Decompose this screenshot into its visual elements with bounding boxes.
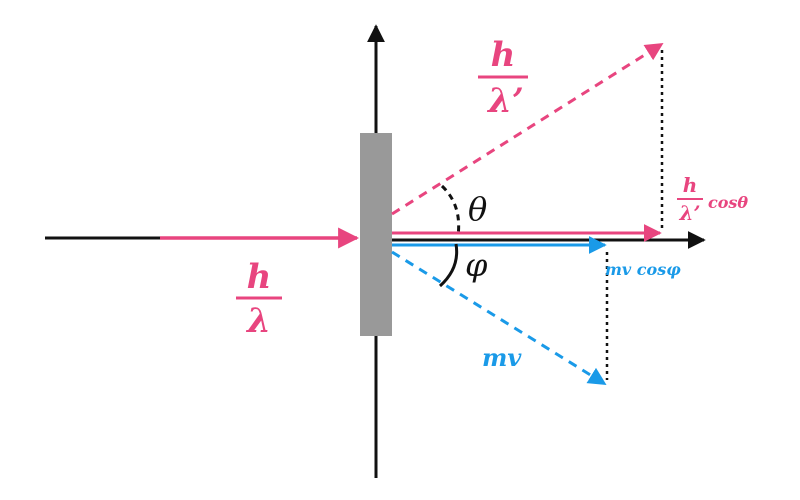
scattered-component-label: h λ’ cosθ <box>677 173 748 225</box>
scattered-component-denominator: λ’ <box>679 201 701 225</box>
incident-photon-label: h λ <box>236 257 282 341</box>
theta-label: θ <box>468 190 487 228</box>
electron-component-label: mv cosφ <box>605 260 681 279</box>
scattered-numerator: h <box>491 35 516 75</box>
incident-numerator: h <box>247 257 272 297</box>
scattered-component-cos: cosθ <box>708 193 748 212</box>
phi-label: φ <box>465 246 488 284</box>
electron-momentum-label: mv <box>482 343 522 372</box>
scattered-photon-arrow <box>391 42 664 216</box>
scattered-photon-label: h λ’ <box>478 35 528 121</box>
electron-momentum-arrow <box>391 250 607 386</box>
phi-angle-arc <box>438 243 459 288</box>
scattered-component-numerator: h <box>683 173 698 197</box>
incident-denominator: λ <box>245 301 271 341</box>
target-plate <box>360 133 392 336</box>
theta-angle-arc <box>440 184 461 237</box>
scattered-denominator: λ’ <box>486 81 524 121</box>
